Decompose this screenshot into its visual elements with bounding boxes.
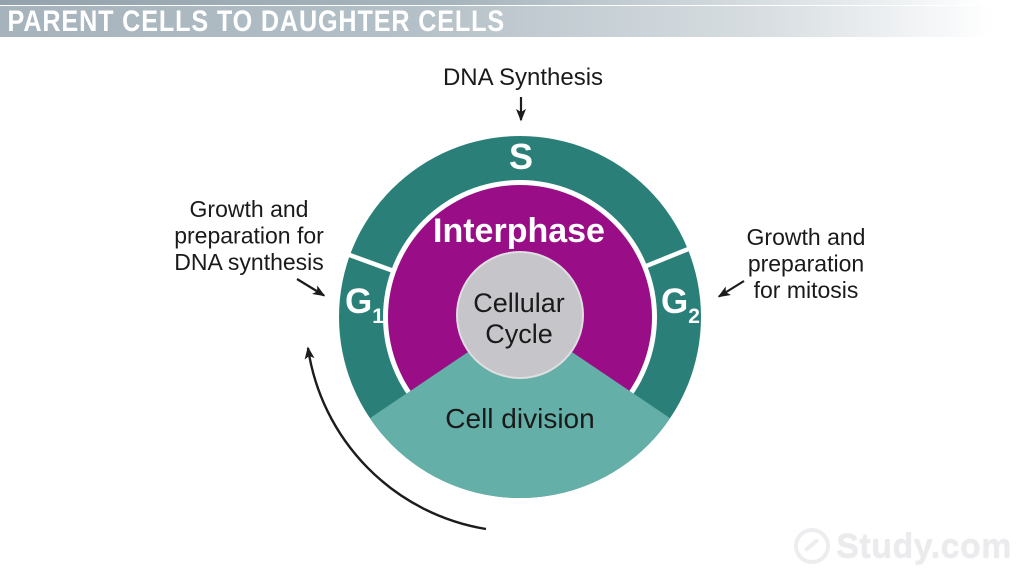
ring-divider-s-g2 [644, 246, 690, 269]
phase-g1-base: G [345, 282, 372, 321]
phase-g2-base: G [661, 282, 688, 321]
g2-pointer-arrow-icon [717, 280, 745, 298]
g1-pointer-arrow-icon [296, 278, 326, 297]
ring-divider-s-g1 [348, 252, 394, 273]
g2-note-line3: for mitosis [754, 277, 859, 303]
cycle-direction-arrow-icon [304, 346, 487, 531]
interphase-label: Interphase [433, 212, 605, 250]
phase-g1-label: G1 [345, 282, 384, 328]
banner-bar: PARENT CELLS TO DAUGHTER CELLS [0, 6, 1024, 37]
g1-note-line1: Growth and [190, 196, 309, 222]
page-title: PARENT CELLS TO DAUGHTER CELLS [7, 5, 506, 38]
watermark: Study.com [794, 526, 1012, 566]
g2-note-line2: preparation [748, 251, 864, 277]
phase-g2-subscript: 2 [688, 305, 700, 328]
g1-note-line3: DNA synthesis [174, 249, 324, 275]
center-label-line2: Cycle [485, 319, 553, 349]
center-label-line1: Cellular [473, 288, 565, 318]
phase-g1-subscript: 1 [372, 305, 384, 328]
watermark-text: Study.com [836, 526, 1012, 565]
cell-division-wedge [369, 317, 671, 499]
studycom-logo-icon [794, 528, 831, 564]
g2-note-line1: Growth and [747, 224, 866, 250]
phase-g2-label: G2 [661, 282, 700, 328]
cell-division-label: Cell division [445, 403, 594, 434]
g1-note-line2: preparation for [174, 223, 324, 249]
center-circle [456, 251, 584, 379]
title-banner: PARENT CELLS TO DAUGHTER CELLS [0, 0, 1024, 37]
banner-top-stripe [0, 0, 1024, 5]
dna-synthesis-label: DNA Synthesis [443, 64, 603, 91]
phase-s-label: S [509, 136, 533, 177]
